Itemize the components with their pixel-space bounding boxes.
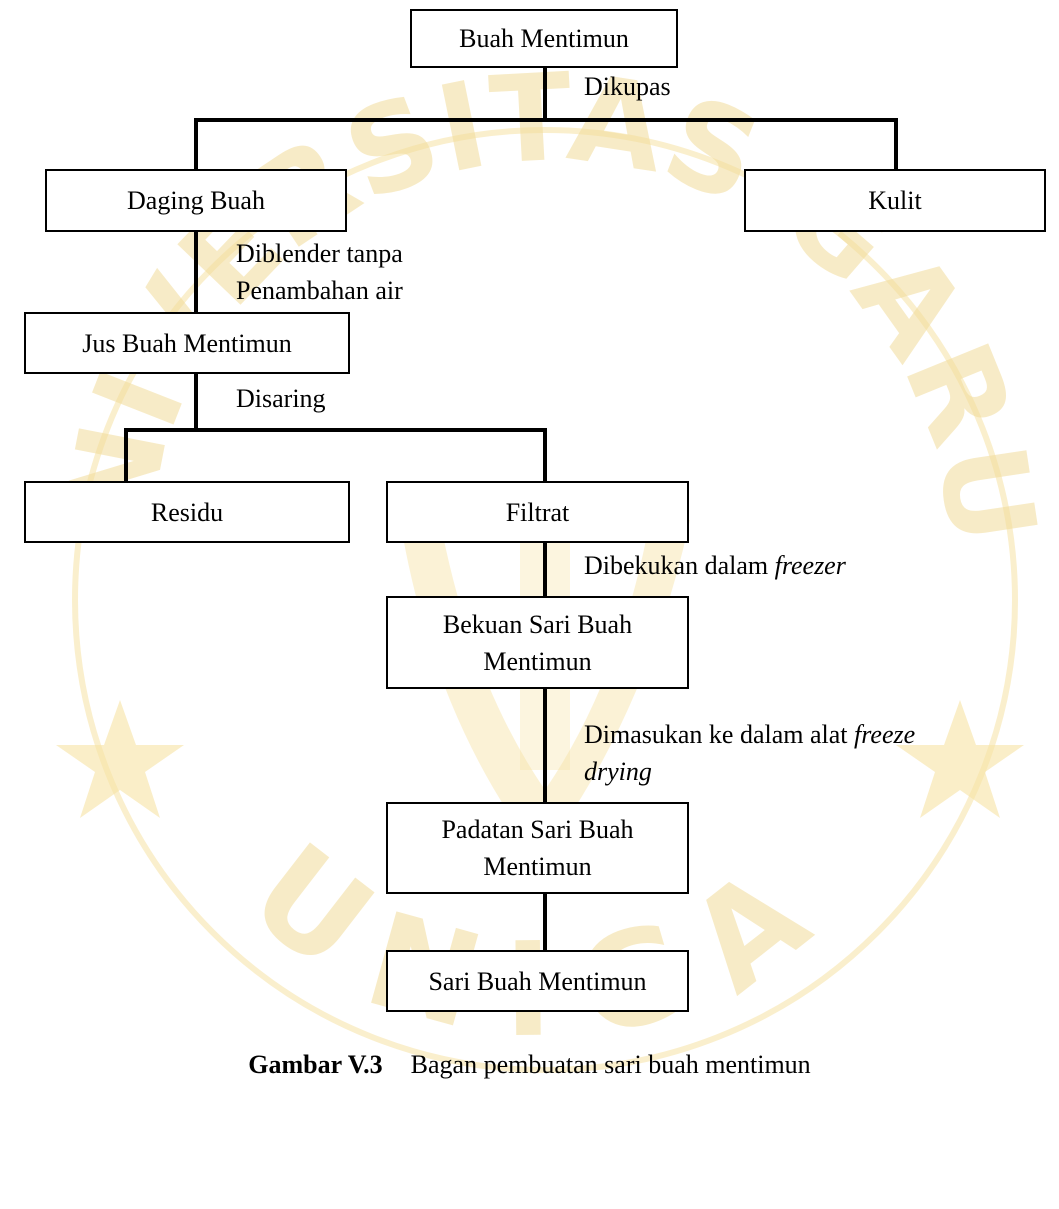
node-label: Filtrat	[505, 497, 570, 527]
node-padatan-sari-buah-mentimun: Padatan Sari Buah Mentimun	[386, 802, 689, 894]
node-buah-mentimun: Buah Mentimun	[410, 9, 678, 68]
edge-label-italic: drying	[584, 757, 652, 786]
edge-label-dikupas: Dikupas	[584, 72, 671, 101]
edge-label-diblender: Diblender tanpa Penambahan air	[236, 235, 403, 309]
node-label-line1: Padatan Sari Buah	[441, 815, 634, 844]
node-label: Jus Buah Mentimun	[82, 328, 292, 358]
edge-label-italic: freeze	[854, 720, 916, 749]
star-left-icon	[56, 700, 184, 818]
figure-number: Gambar V.3	[248, 1050, 383, 1079]
figure-caption: Gambar V.3 Bagan pembuatan sari buah ment…	[0, 1050, 1059, 1080]
node-label: Daging Buah	[127, 186, 265, 215]
edge-label-dimasukan: Dimasukan ke dalam alat freeze drying	[584, 716, 915, 790]
node-daging-buah: Daging Buah	[45, 169, 347, 232]
node-label: Residu	[150, 497, 224, 527]
figure-caption-text: Bagan pembuatan sari buah mentimun	[410, 1050, 811, 1079]
edge-label-line1: Dimasukan ke dalam alat freeze	[584, 716, 915, 753]
node-label: Sari Buah Mentimun	[428, 966, 647, 996]
edge-label-line2: drying	[584, 753, 915, 790]
node-label: Kulit	[868, 186, 922, 215]
node-kulit: Kulit	[744, 169, 1046, 232]
node-label-line2: Mentimun	[483, 646, 592, 676]
edge-label-line2: Penambahan air	[236, 276, 403, 305]
node-filtrat: Filtrat	[386, 481, 689, 543]
node-label: Buah Mentimun	[459, 24, 629, 53]
edge-label-text: Dibekukan dalam	[584, 551, 775, 580]
node-residu: Residu	[24, 481, 350, 543]
edge-label-text: Dimasukan ke dalam alat	[584, 720, 855, 749]
node-label-line2: Mentimun	[483, 852, 592, 881]
node-sari-buah-mentimun: Sari Buah Mentimun	[386, 950, 689, 1012]
star-right-icon	[896, 700, 1024, 818]
node-bekuan-sari-buah-mentimun: Bekuan Sari Buah Mentimun	[386, 596, 689, 689]
edge-label-italic: freezer	[774, 551, 846, 580]
node-jus-buah-mentimun: Jus Buah Mentimun	[24, 312, 350, 374]
edge-label-dibekukan: Dibekukan dalam freezer	[584, 547, 846, 584]
edge-label-disaring: Disaring	[236, 384, 326, 413]
edge-label-line1: Diblender tanpa	[236, 239, 403, 268]
node-label-line1: Bekuan Sari Buah	[442, 609, 633, 639]
